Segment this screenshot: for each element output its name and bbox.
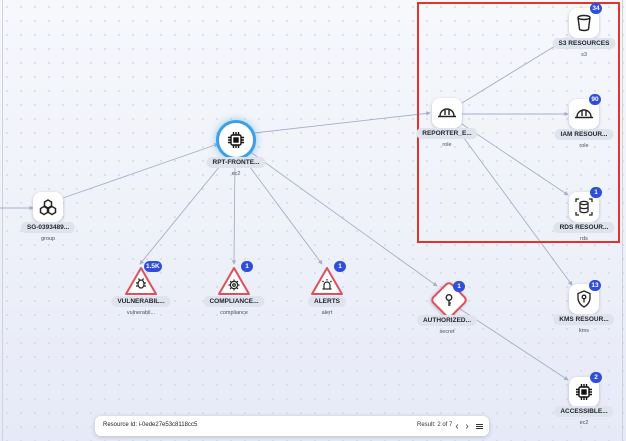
node-reporter-type: role: [442, 142, 452, 148]
resource-id-text: Resource Id: i-0ede27e53c8118cc5: [103, 422, 198, 428]
node-compliance-label: COMPLIANCE...: [203, 296, 265, 307]
node-kms-badge: 13: [589, 280, 601, 291]
siren-alert-icon: [311, 267, 343, 295]
node-authorized-label: AUTHORIZED...: [416, 315, 478, 326]
node-sg-type: group: [40, 236, 56, 242]
node-accessible-badge: 2: [590, 372, 602, 383]
list-icon[interactable]: [474, 420, 484, 432]
node-reporter-label: REPORTER_E...: [416, 128, 478, 139]
node-iam-type: role: [579, 143, 589, 149]
node-vulnerability[interactable]: [124, 266, 158, 296]
node-s3-type: s3: [581, 52, 587, 58]
node-kms-label: KMS RESOUR...: [553, 314, 615, 325]
node-rpt-label: RPT-FRONTE...: [206, 157, 266, 168]
cubes-group-icon: [39, 199, 57, 216]
edge-reporter-rds: [461, 123, 569, 196]
edge-reporter-s3: [461, 37, 569, 104]
bucket-icon: [577, 14, 591, 32]
node-sg-label: SG-0393489...: [20, 222, 76, 233]
node-reporter[interactable]: [432, 98, 462, 128]
node-rpt-frontend[interactable]: [216, 120, 256, 160]
edge-rpt-alerts: [240, 154, 323, 265]
node-rds-badge: 1: [590, 187, 602, 198]
node-vuln-type: vulnerabil...: [126, 310, 156, 316]
hard-hat-role-icon: [575, 109, 593, 119]
edge-rpt-authorized: [248, 150, 438, 287]
node-alerts-label: ALERTS: [308, 296, 346, 307]
key-lock-icon: [577, 290, 591, 308]
edge-rpt-vuln: [139, 154, 230, 265]
node-vuln-label: VULNERABIL...: [111, 296, 171, 307]
chevron-left-icon[interactable]: ‹: [455, 420, 459, 432]
vulnerability-warning-icon: [125, 267, 157, 295]
cpu-chip-icon: [576, 384, 592, 400]
node-rds-label: RDS RESOUR...: [553, 222, 615, 233]
left-border: [2, 0, 3, 441]
edge-reporter-kms: [457, 129, 573, 286]
node-rds-type: rds: [580, 236, 588, 242]
node-kms-type: kms: [578, 328, 590, 334]
edge-sg-rpt: [62, 143, 219, 199]
edge-rpt-compliance: [231, 155, 237, 265]
node-iam-badge: 90: [589, 94, 601, 105]
cpu-chip-icon: [228, 132, 244, 148]
node-compliance-type: compliance: [220, 310, 248, 316]
selection-box: [417, 2, 620, 243]
node-s3-badge: 34: [590, 3, 602, 14]
resource-footer-bar: Resource Id: i-0ede27e53c8118cc5 Result:…: [95, 416, 489, 436]
chevron-right-icon[interactable]: ›: [465, 420, 469, 432]
node-rpt-type: ec2: [231, 171, 241, 177]
node-compliance[interactable]: [217, 266, 251, 296]
database-icon: [575, 198, 593, 216]
result-counter: Result: 2 of 7: [417, 422, 453, 428]
right-border: [622, 0, 623, 441]
node-compliance-badge: 1: [241, 261, 253, 272]
node-vuln-badge: 1.5K: [144, 261, 162, 272]
node-authorized-badge: 1: [453, 281, 465, 292]
compliance-gear-icon: [218, 267, 250, 295]
node-accessible-label: ACCESSIBLE...: [554, 406, 614, 417]
node-iam-label: IAM RESOUR...: [554, 129, 614, 140]
node-alerts-type: alert: [321, 310, 333, 316]
node-authorized-type: secret: [439, 329, 455, 335]
edge-rpt-reporter: [253, 111, 431, 134]
node-alerts[interactable]: [310, 266, 344, 296]
hard-hat-role-icon: [438, 108, 456, 118]
node-s3-label: S3 RESOURCES: [552, 38, 616, 49]
node-sg[interactable]: [33, 192, 63, 222]
node-accessible-type: ec2: [579, 420, 589, 426]
node-alerts-badge: 1: [334, 261, 346, 272]
